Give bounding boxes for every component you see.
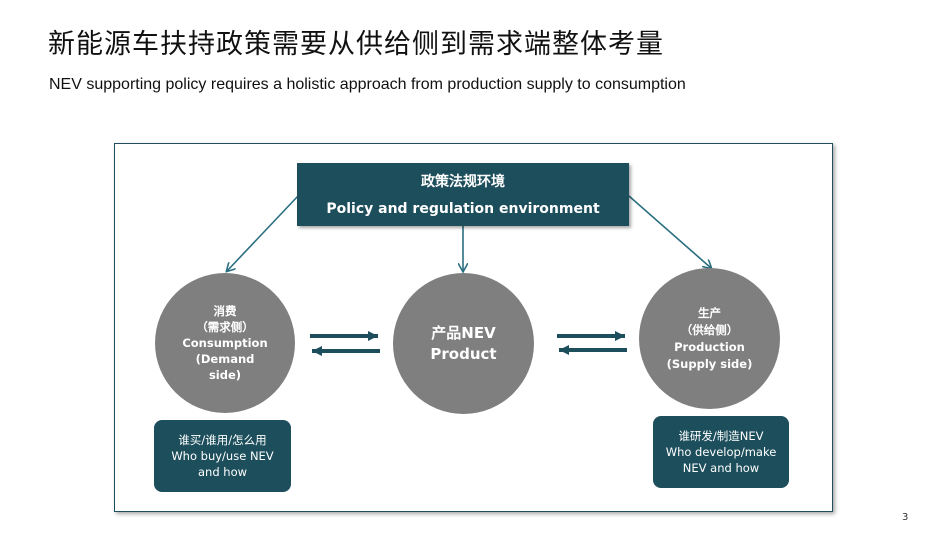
production-label-line: (Supply side) (666, 356, 753, 371)
product-circle: 产品NEV Product (393, 273, 534, 414)
arrow-policy-to-production (628, 195, 711, 268)
page-number: 3 (902, 512, 909, 523)
production-note-line: 谁研发/制造NEV (678, 429, 764, 443)
consumption-label-line: Consumption (182, 336, 268, 350)
production-label-line: Production (674, 339, 745, 354)
policy-regulation-box: 政策法规环境 Policy and regulation environment (297, 163, 629, 226)
page-title-en: NEV supporting policy requires a holisti… (49, 76, 686, 93)
consumption-note-line: and how (197, 465, 248, 479)
product-label-line: Product (430, 344, 497, 363)
policy-box-label-en: Policy and regulation environment (326, 201, 600, 217)
arrow-policy-to-consumption (227, 195, 299, 271)
consumption-note-line: Who buy/use NEV (171, 449, 274, 463)
production-note-line: NEV and how (682, 461, 760, 475)
production-label-line: 生产 (698, 305, 721, 320)
consumption-label-line: side) (208, 368, 242, 382)
consumption-note-line: 谁买/谁用/怎么用 (178, 433, 267, 447)
product-label-line: 产品NEV (431, 323, 496, 342)
consumption-label-line: 消费 (213, 304, 237, 318)
production-label-line: （供给侧） (680, 322, 739, 337)
consumption-label-line: (Demand (195, 352, 255, 366)
consumption-circle: 消费 （需求侧） Consumption (Demand side) (155, 273, 295, 413)
consumption-note-box: 谁买/谁用/怎么用 Who buy/use NEV and how (154, 420, 291, 492)
production-note-box: 谁研发/制造NEV Who develop/make NEV and how (653, 416, 789, 488)
policy-box-label-zh: 政策法规环境 (421, 174, 505, 190)
consumption-label-line: （需求侧） (196, 320, 254, 334)
production-circle: 生产 （供给侧） Production (Supply side) (639, 268, 780, 409)
page-title-zh: 新能源车扶持政策需要从供给侧到需求端整体考量 (48, 29, 664, 60)
production-note-line: Who develop/make (665, 445, 777, 459)
